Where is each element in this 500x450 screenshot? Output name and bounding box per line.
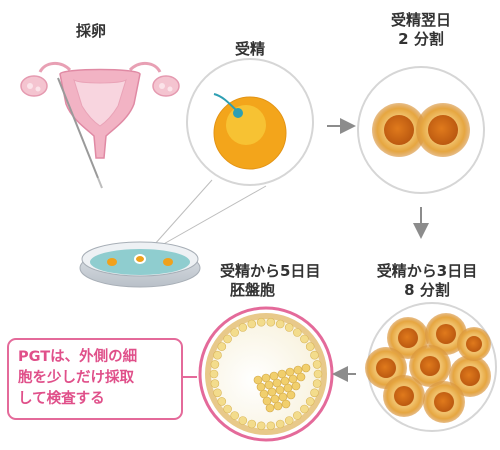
inner-cell-mass-cell — [286, 390, 296, 400]
trophectoderm-cell — [310, 388, 319, 398]
trophectoderm-cell — [266, 317, 276, 327]
callout-line3: して検査する — [18, 391, 105, 407]
sperm-tail — [213, 93, 237, 111]
trophectoderm-cell — [300, 404, 309, 414]
trophectoderm-cell — [275, 419, 285, 429]
inner-cell-mass-cell — [296, 372, 306, 382]
label-day3-line2: 8 分割 — [404, 281, 450, 299]
trophectoderm-cell — [223, 404, 232, 414]
callout-line2: 胞を少しだけ採取 — [18, 370, 134, 386]
trophectoderm-cell — [217, 397, 227, 406]
callout-line1: PGTは、外側の細 — [18, 349, 138, 365]
trophectoderm-cell — [313, 369, 323, 379]
trophectoderm-cell — [312, 360, 322, 369]
label-next-day: 受精翌日 2 分割 — [375, 11, 467, 49]
inner-cell-mass-cell — [273, 401, 283, 411]
label-next-day-line2: 2 分割 — [398, 30, 444, 48]
eight-cell-embryo — [365, 302, 497, 432]
trophectoderm-cell — [266, 421, 276, 431]
trophectoderm-cell — [300, 334, 309, 344]
trophectoderm-cell — [292, 411, 302, 420]
trophectoderm-cell — [217, 342, 227, 351]
zoom-line — [145, 185, 267, 255]
trophectoderm-cell — [210, 360, 220, 369]
retrieval-needle — [57, 77, 99, 179]
trophectoderm-cell — [310, 350, 319, 360]
label-fertilization: 受精 — [234, 40, 265, 58]
trophectoderm-cell — [256, 421, 266, 431]
inner-cell-mass-cell — [301, 363, 311, 373]
trophectoderm-cell — [312, 379, 322, 388]
inner-cell-mass-cell — [265, 403, 275, 413]
trophectoderm-cell — [275, 319, 285, 329]
trophectoderm-cell — [230, 411, 239, 420]
trophectoderm-cell — [209, 369, 219, 379]
trophectoderm-cell — [305, 397, 315, 406]
label-day5-line2: 胚盤胞 — [230, 281, 276, 299]
trophectoderm-cell — [256, 317, 266, 327]
label-day5: 受精から5日目 胚盤胞 — [220, 262, 350, 300]
right-ovary — [152, 75, 180, 97]
inner-cell-mass-cell — [281, 399, 291, 409]
label-day3-line1: 受精から3日目 — [376, 262, 478, 280]
trophectoderm-cell — [213, 350, 222, 360]
inner-cell-mass — [209, 317, 323, 431]
petri-dish — [79, 241, 201, 288]
trophectoderm-cell — [210, 379, 220, 388]
trophectoderm-cell — [213, 388, 222, 398]
zoom-line — [145, 179, 213, 255]
label-retrieval: 採卵 — [75, 22, 106, 40]
pgt-callout: PGTは、外側の細 胞を少しだけ採取 して検査する — [7, 338, 183, 420]
trophectoderm-cell — [305, 342, 315, 351]
fertilization-cell — [186, 58, 314, 186]
trophectoderm-cell — [284, 323, 294, 332]
label-next-day-line1: 受精翌日 — [390, 11, 451, 29]
trophectoderm-cell — [238, 416, 248, 425]
uterus-illustration — [20, 62, 180, 189]
trophectoderm-cell — [247, 419, 257, 429]
trophectoderm-cell — [284, 416, 294, 425]
label-day3: 受精から3日目 8 分割 — [362, 262, 492, 300]
trophectoderm-cell — [247, 319, 257, 329]
two-cell-embryo — [357, 66, 485, 194]
label-day5-line1: 受精から5日目 — [220, 262, 321, 280]
trophectoderm-cell — [230, 328, 239, 337]
trophectoderm-cell — [238, 323, 248, 332]
trophectoderm-cell — [223, 334, 232, 344]
blastocyst — [198, 306, 334, 442]
trophectoderm-cell — [292, 328, 302, 337]
left-ovary — [20, 75, 48, 97]
inner-cell-mass-cell — [291, 381, 301, 391]
